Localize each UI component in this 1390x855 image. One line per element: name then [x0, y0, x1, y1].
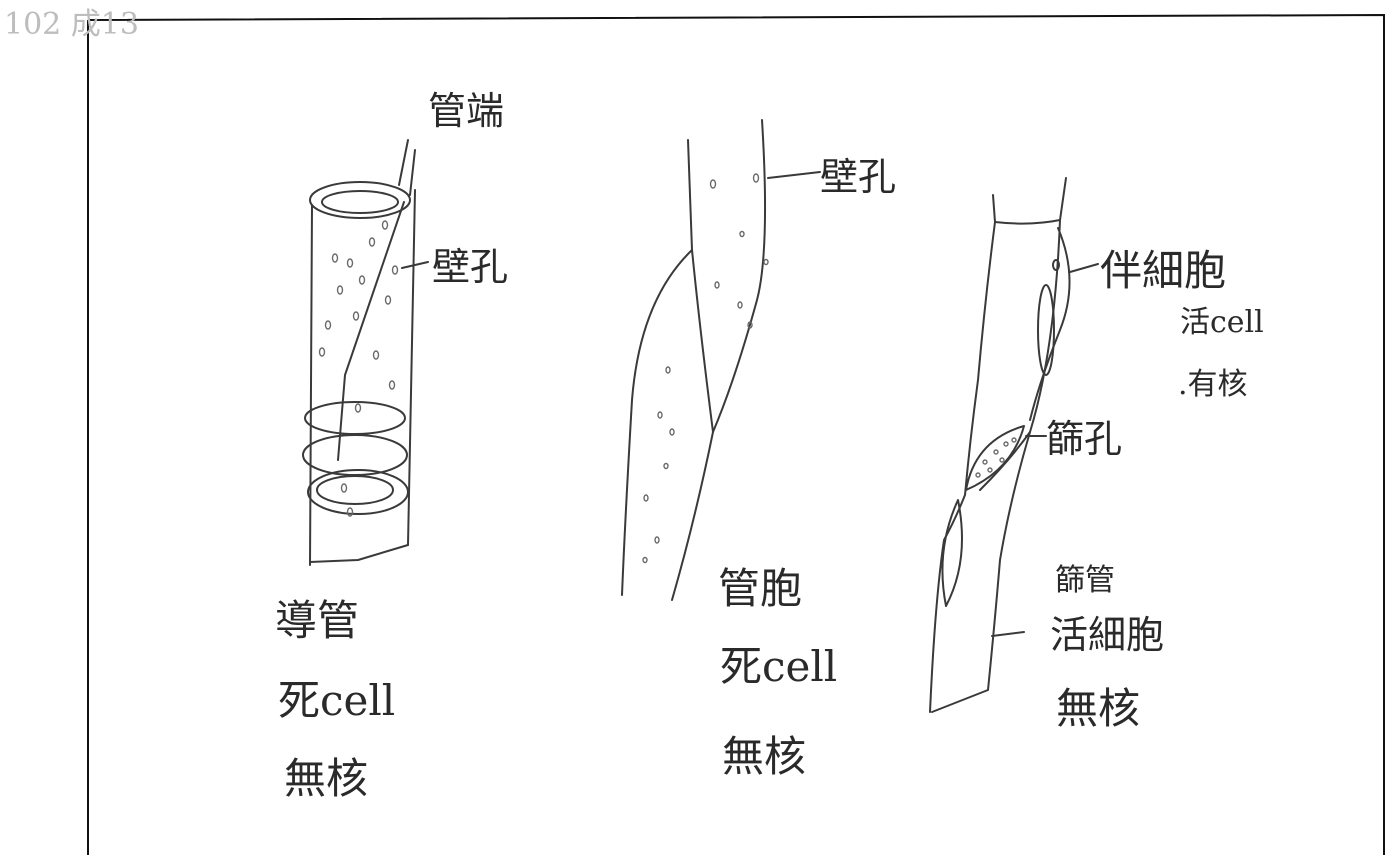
vessel-right-wall	[407, 189, 416, 546]
vessel-end-label: 管端	[428, 89, 505, 133]
sieve-plate	[965, 425, 1025, 491]
vessel-top-rim	[309, 181, 411, 219]
vessel-spiral-4	[316, 475, 394, 505]
sieve-right-lower	[931, 431, 1031, 713]
sieve-tube-nucleus: 無核	[1056, 684, 1141, 733]
vessel-spiral-2	[302, 434, 408, 476]
companion-cell-outline	[1029, 227, 1071, 421]
vessel-pit-label: 壁孔	[432, 245, 509, 289]
vessel-name: 導管	[275, 596, 360, 645]
sieve-tube-name: 篩管	[1055, 563, 1115, 598]
vessel-nucleus: 無核	[284, 754, 369, 803]
vessel-bottom	[309, 544, 409, 563]
sieve-top	[992, 177, 1067, 225]
sieve-tube-pointer	[991, 631, 1025, 637]
vessel-drawing	[302, 139, 429, 566]
tracheid-pit-pointer	[767, 171, 821, 179]
companion-state: 活cell	[1180, 305, 1264, 340]
companion-nucleus	[1037, 284, 1055, 376]
vessel-end-tip	[398, 139, 416, 196]
vessel-spiral-3	[307, 469, 409, 515]
vessel-pit-pointer	[401, 261, 429, 269]
tracheid-lower-right	[671, 431, 714, 601]
tracheid-pits	[642, 173, 769, 564]
companion-pointer	[1069, 263, 1099, 273]
vessel-cell-state: 死cell	[278, 676, 396, 725]
sieve-lower-bulge	[941, 499, 963, 607]
tracheid-lower-left	[621, 249, 693, 596]
companion-nucleus-label: .有核	[1178, 367, 1248, 402]
tracheid-upper-right	[712, 119, 767, 433]
tracheid-cell-state: 死cell	[720, 642, 838, 691]
companion-label: 伴細胞	[1100, 246, 1227, 295]
tracheid-name: 管胞	[718, 564, 803, 613]
vessel-left-wall	[309, 204, 313, 566]
tracheid-drawing	[621, 119, 821, 601]
sieve-tube-cell-state: 活細胞	[1050, 613, 1165, 657]
vessel-top-inner	[321, 190, 399, 214]
tracheid-nucleus: 無核	[722, 732, 807, 781]
tracheid-pit-label: 壁孔	[820, 155, 897, 199]
tracheid-upper-left	[687, 139, 714, 433]
sieve-left-wall	[929, 221, 996, 713]
companion-dot	[1052, 259, 1060, 271]
sieve-plate-pores	[975, 437, 1017, 478]
corner-note: 102 成13	[4, 7, 139, 42]
vessel-pits	[318, 220, 399, 517]
vessel-seam	[337, 201, 405, 461]
frame-border	[87, 13, 1385, 855]
sieve-plate-label: 篩孔	[1046, 417, 1123, 461]
sieve-tube-drawing	[929, 177, 1099, 713]
